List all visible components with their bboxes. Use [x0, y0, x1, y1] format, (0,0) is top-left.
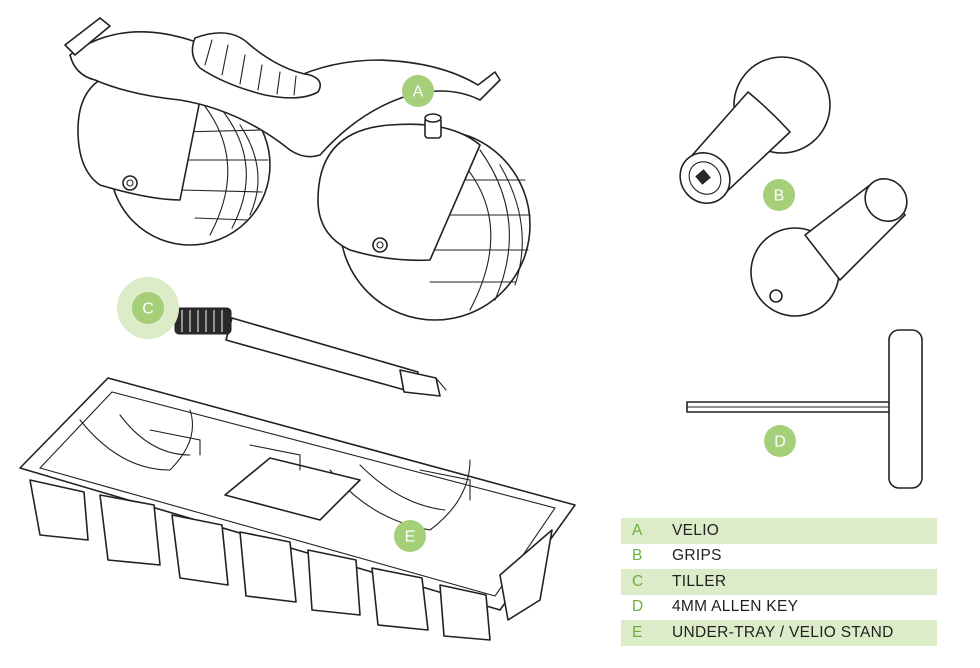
legend-label: GRIPS: [672, 547, 722, 565]
callout-e-label: E: [405, 529, 416, 546]
legend-label: TILLER: [672, 572, 727, 590]
legend-letter: C: [632, 572, 644, 590]
legend-label: 4MM ALLEN KEY: [672, 598, 799, 616]
legend-row-a: A VELIO: [621, 518, 937, 544]
callout-d-label: D: [774, 434, 786, 451]
legend-letter: E: [632, 623, 643, 641]
tiller-illustration: [174, 307, 447, 397]
callout-a-label: A: [413, 84, 424, 101]
callout-a: A: [402, 75, 434, 107]
legend-label: VELIO: [672, 521, 720, 539]
grips-illustration: [679, 56, 908, 317]
callout-d: D: [764, 425, 796, 457]
allen-key-illustration: [686, 329, 923, 489]
velio-illustration: [64, 17, 531, 321]
callout-b: B: [763, 179, 795, 211]
legend-row-d: D 4MM ALLEN KEY: [621, 595, 937, 621]
legend-row-b: B GRIPS: [621, 544, 937, 570]
legend-letter: D: [632, 598, 644, 616]
legend-row-c: C TILLER: [621, 569, 937, 595]
callout-e: E: [394, 520, 426, 552]
callout-b-label: B: [774, 188, 785, 205]
legend-letter: A: [632, 521, 643, 539]
callout-c: C: [117, 277, 179, 339]
legend-row-e: E UNDER-TRAY / VELIO STAND: [621, 620, 937, 646]
parts-legend: A VELIO B GRIPS C TILLER D 4MM ALLEN KEY…: [621, 518, 937, 646]
callout-c-label: C: [142, 301, 154, 318]
under-tray-illustration: [19, 377, 576, 641]
legend-label: UNDER-TRAY / VELIO STAND: [672, 623, 894, 641]
legend-letter: B: [632, 547, 643, 565]
